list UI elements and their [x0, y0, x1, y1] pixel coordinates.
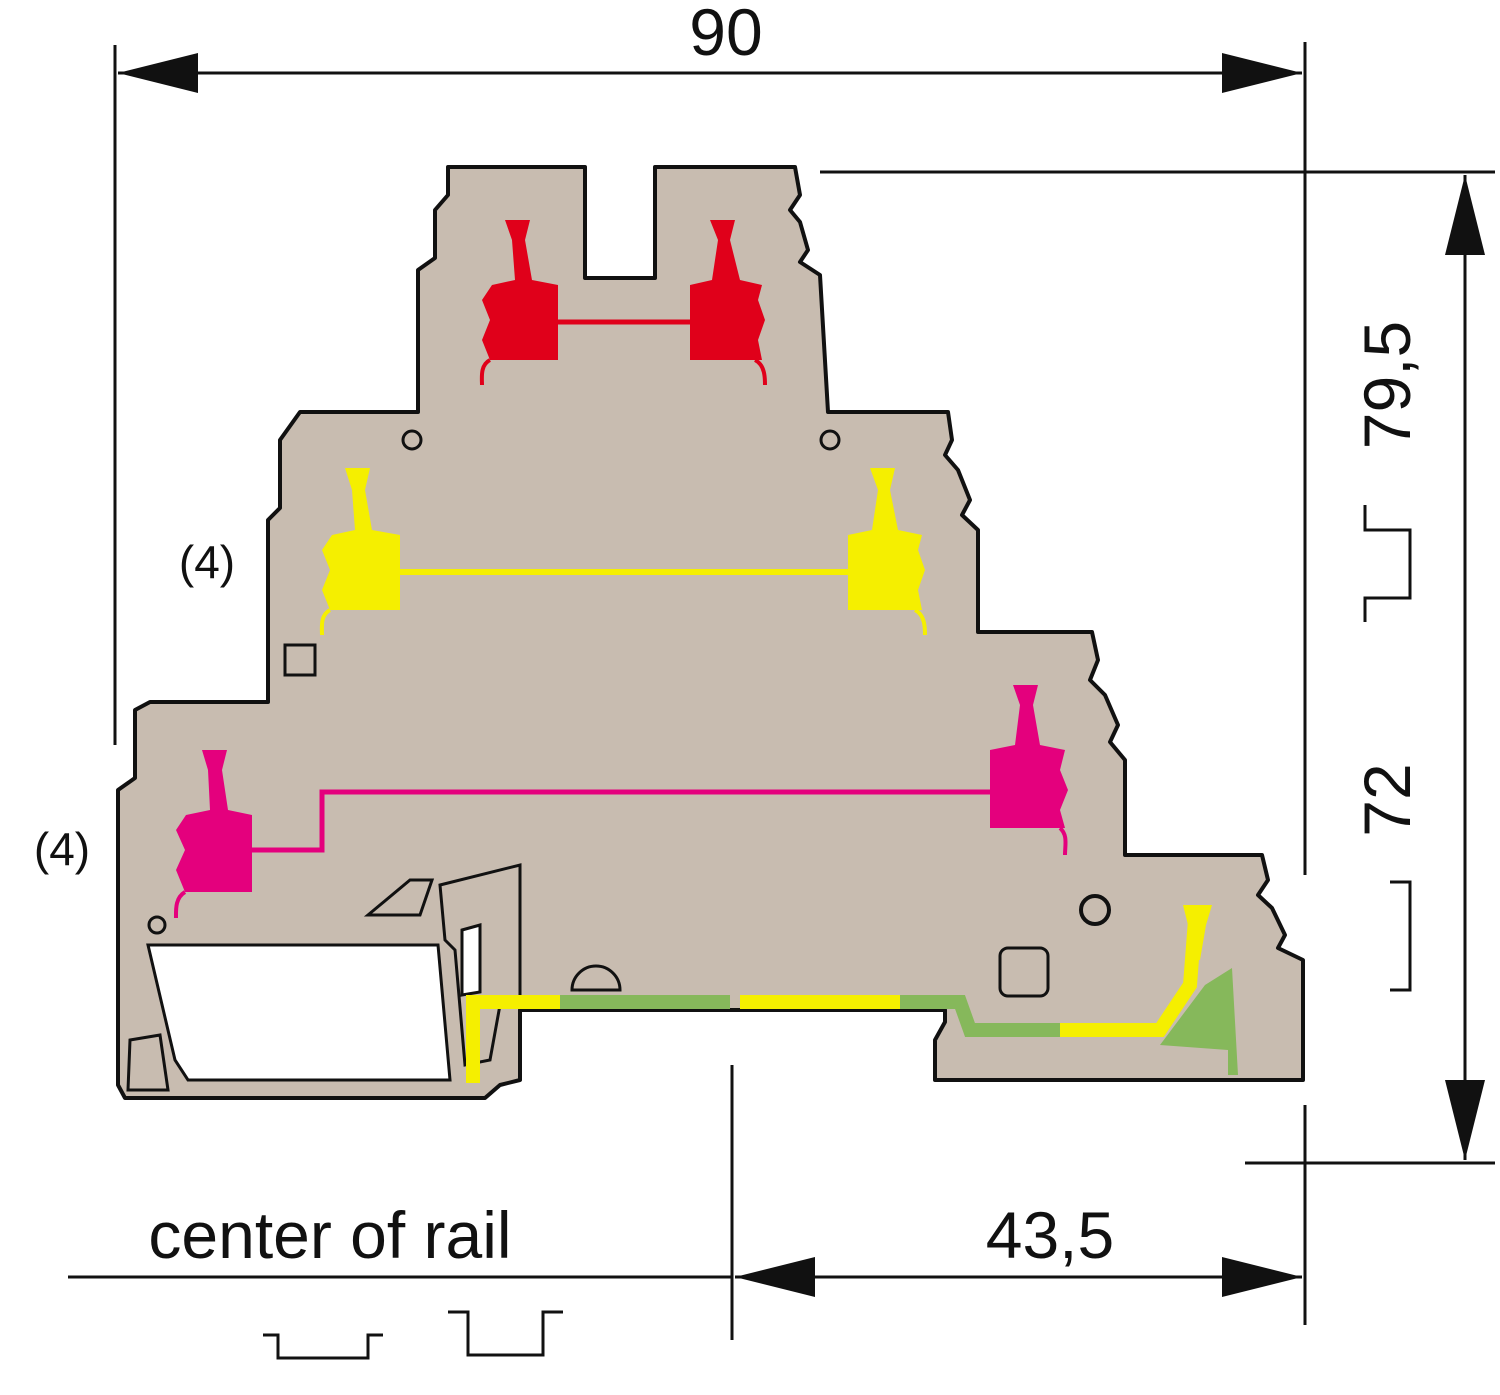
rail-foot-cutout	[146, 943, 452, 1082]
offset-dimension-label: 43,5	[986, 1198, 1114, 1272]
latch-wedge	[363, 878, 435, 917]
clamp-top-left	[482, 220, 558, 360]
clamp-middle-right-tail	[913, 608, 927, 636]
square-marker	[283, 643, 317, 677]
rail-clip	[126, 1033, 170, 1092]
clamp-top-left-tail	[479, 358, 492, 386]
mounting-hole	[147, 915, 167, 935]
clamp-top-right-tail	[753, 358, 767, 386]
low-rail-symbol	[1390, 880, 1412, 992]
level-marker-upper: (4)	[179, 536, 235, 588]
terminal-block	[116, 165, 1305, 1100]
latch-slot	[460, 923, 482, 997]
clamp-middle-left-tail	[319, 608, 332, 636]
marker-hole-right	[819, 429, 841, 451]
level-middle-yellow	[319, 468, 927, 636]
test-socket	[998, 946, 1050, 998]
dimension-lines	[68, 42, 1495, 1340]
clamp-bottom-right-tail	[1058, 826, 1068, 856]
level-top-red	[479, 220, 767, 386]
level-marker-lower: (4)	[34, 823, 90, 875]
clamp-middle-left	[322, 468, 400, 610]
clamp-bottom-right	[990, 685, 1068, 828]
height-low-rail-label: 72	[1350, 763, 1424, 836]
rail-symbols	[263, 505, 1412, 1360]
height-high-rail-label: 79,5	[1350, 321, 1424, 449]
clamp-bottom-left-tail	[173, 890, 187, 919]
earth-segment-green-3	[900, 995, 1060, 1037]
marker-hole-left	[401, 429, 423, 451]
high-rail-symbol-bottom	[448, 1310, 563, 1357]
earth-clamp-green	[1160, 968, 1238, 1075]
width-dimension-label: 90	[689, 0, 762, 69]
clamp-top-right	[690, 220, 765, 360]
earth-foot-yellow	[466, 995, 560, 1083]
dome-detail	[570, 964, 622, 992]
earth-conductor	[466, 905, 1238, 1083]
bridge-bottom	[252, 789, 990, 853]
clamp-bottom-left	[176, 750, 252, 892]
level-bottom-magenta	[173, 685, 1068, 919]
earth-clamp-screw	[1183, 905, 1212, 960]
rail-center-label: center of rail	[148, 1198, 511, 1272]
earth-screw	[1079, 894, 1111, 926]
high-rail-symbol	[1363, 505, 1412, 622]
terminal-housing	[116, 165, 1305, 1100]
clamp-middle-right	[848, 468, 925, 610]
low-rail-symbol-bottom	[263, 1333, 383, 1360]
